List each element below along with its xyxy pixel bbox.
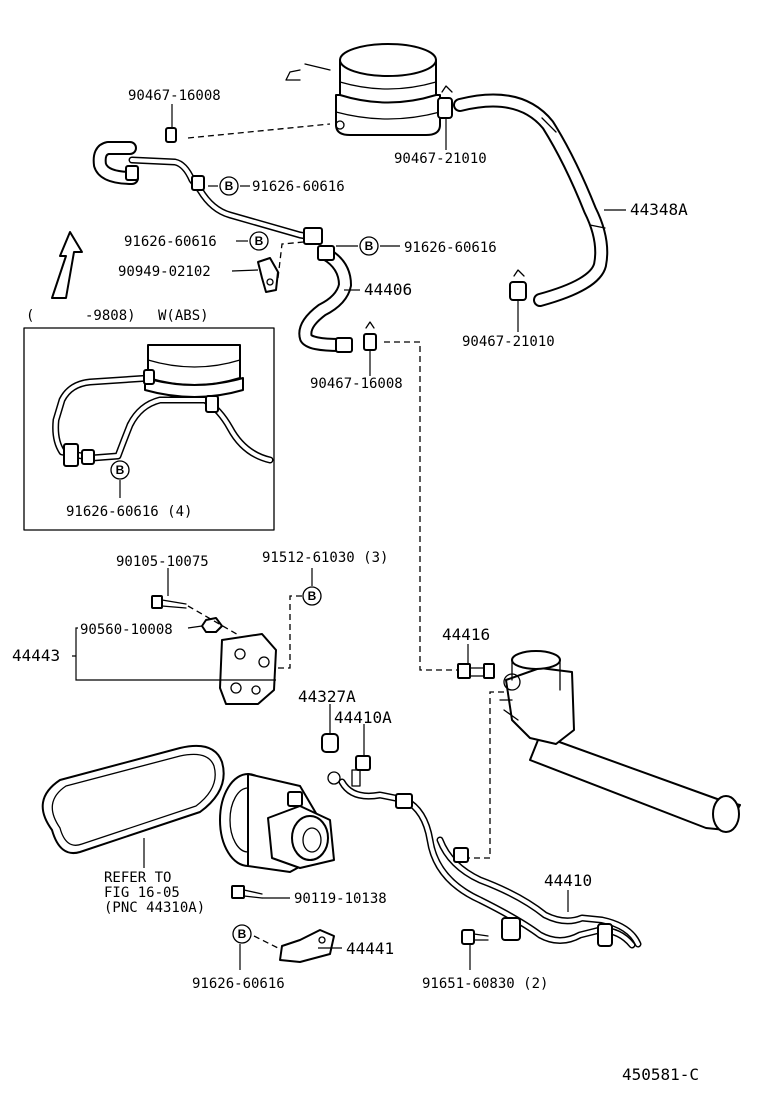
hose-clamp-upper [437,85,453,119]
callout-b-right-mid: B [359,236,379,256]
svg-text:B: B [116,463,125,477]
dash-clamp-to-reservoir [187,123,331,139]
label-91512-61030: 91512-61030 (3) [262,550,388,566]
steering-gear-housing [499,650,741,833]
dash-bolt-to-bracket [187,605,241,637]
label-44410: 44410 [544,871,592,890]
label-90105-10075: 90105-10075 [116,554,209,570]
callout-b-left-mid: B [249,231,269,251]
callout-b-bracket: B [302,586,322,606]
label-44443: 44443 [12,646,60,665]
label-90467-21010-top: 90467-21010 [394,151,487,167]
bracket-90949 [257,257,279,293]
label-90560-10008: 90560-10008 [80,622,173,638]
callout-b-bottom-left: B [232,924,252,944]
label-44410a: 44410A [334,708,392,727]
upper-pressure-tube [92,127,323,245]
dash-bracket-to-tube [277,241,305,279]
label-91626-60616-bottom: 91626-60616 [192,976,285,992]
label-inset-range: ( -9808) [26,308,136,324]
label-91651-60830: 91651-60830 (2) [422,976,548,992]
label-refer-line3: (PNC 44310A) [104,900,205,916]
bolt-44410a [351,755,371,787]
label-44327a: 44327A [298,687,356,706]
nut-90560 [201,617,223,633]
label-91626-60616-upper: 91626-60616 [252,179,345,195]
label-90119-10138: 90119-10138 [294,891,387,907]
callout-b-inset: B [110,460,130,480]
bolt-90105 [151,595,187,609]
direction-arrow [51,231,83,299]
label-inset-variant: W(ABS) [158,308,209,324]
svg-text:B: B [225,179,234,193]
inset-tube [52,369,274,467]
part-labels: 90467-16008 90467-21010 91626-60616 4434… [12,88,699,1084]
drive-belt [41,744,225,854]
bolt-91651 [461,929,489,945]
label-91626-60616-inset: 91626-60616 (4) [66,504,192,520]
label-refer-line1: REFER TO [104,870,171,886]
gasket-44327a [321,733,341,785]
label-refer-line2: FIG 16-05 [104,885,180,901]
pump-bracket-44443 [219,633,277,705]
dash-b-to-bracket [276,595,302,669]
power-steering-pump [219,773,335,873]
label-44416: 44416 [442,625,490,644]
label-90467-16008-top: 90467-16008 [128,88,221,104]
clamp-mid [363,321,377,351]
hose-clamp-lower [509,269,527,301]
svg-text:B: B [238,927,247,941]
label-91626-60616-right: 91626-60616 [404,240,497,256]
label-44441: 44441 [346,939,394,958]
return-hose-44348a [453,93,609,307]
bolt-90119 [231,885,263,899]
leader-lines [72,104,626,970]
inset-box [23,327,275,531]
reservoir-tank [285,43,441,136]
dash-b-to-44441 [253,935,283,951]
svg-text:B: B [365,239,374,253]
label-91626-60616-left: 91626-60616 [124,234,217,250]
dash-gear-to-pipe [468,691,504,859]
label-44406: 44406 [364,280,412,299]
pressure-pipe-44410 [338,778,642,949]
pressure-tube-44406 [298,245,353,353]
callout-b-upper: B [219,176,239,196]
union-bolt-44416 [457,663,495,679]
label-90949-02102: 90949-02102 [118,264,211,280]
inset-reservoir [144,344,244,398]
dash-clamp-to-union [384,341,460,671]
label-44348a: 44348A [630,200,688,219]
svg-text:B: B [255,234,264,248]
diagram-id: 450581-C [622,1065,699,1084]
bracket-44441 [279,929,335,963]
label-90467-21010-lower: 90467-21010 [462,334,555,350]
label-90467-16008-mid: 90467-16008 [310,376,403,392]
svg-text:B: B [308,589,317,603]
